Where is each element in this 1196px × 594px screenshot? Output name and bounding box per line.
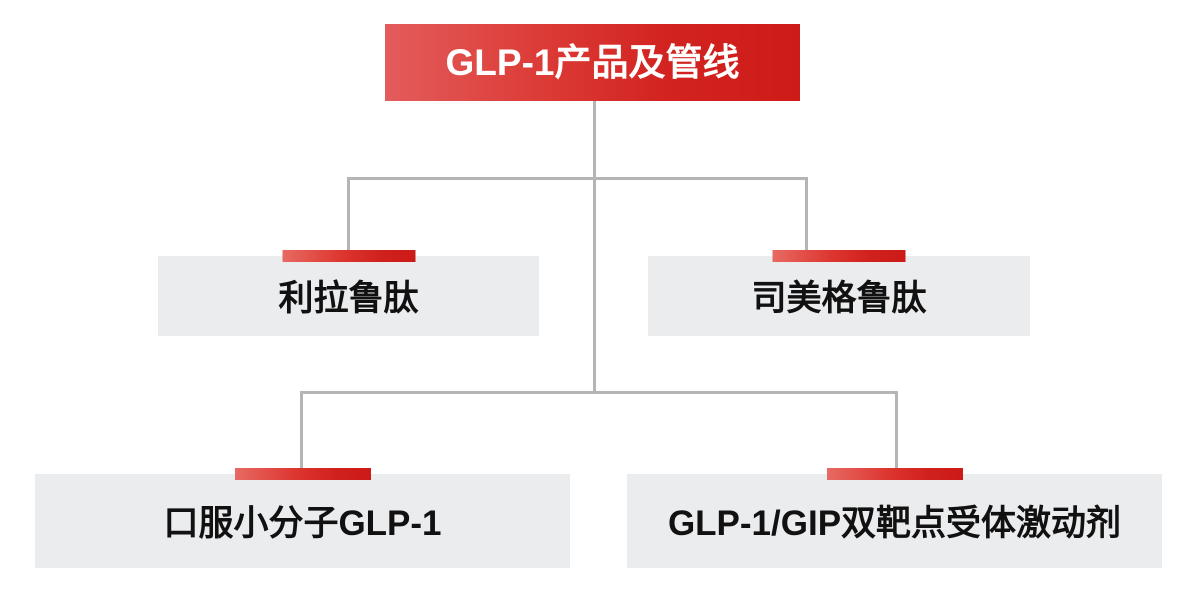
connector-drop-semaglutide (805, 177, 808, 257)
node-accent-bar (772, 250, 906, 262)
connector-drop-liraglutide (347, 177, 350, 257)
connector-drop-dual (895, 391, 898, 475)
node-accent-bar (234, 468, 371, 480)
connector-trunk-vertical (593, 101, 596, 392)
connector-drop-oral (300, 391, 303, 475)
node-liraglutide[interactable]: 利拉鲁肽 (158, 250, 539, 336)
node-dual-agonist-label: GLP-1/GIP双靶点受体激动剂 (667, 503, 1122, 543)
connector-bus-upper (348, 177, 807, 180)
node-oral-small-molecule[interactable]: 口服小分子GLP-1 (35, 468, 570, 568)
node-accent-bar (826, 468, 963, 480)
node-accent-bar (282, 250, 415, 262)
node-oral-small-molecule-label: 口服小分子GLP-1 (163, 503, 442, 543)
node-root[interactable]: GLP-1产品及管线 (385, 24, 800, 101)
connector-bus-lower (301, 391, 898, 394)
node-dual-agonist[interactable]: GLP-1/GIP双靶点受体激动剂 (627, 468, 1162, 568)
node-semaglutide[interactable]: 司美格鲁肽 (648, 250, 1030, 336)
node-semaglutide-label: 司美格鲁肽 (751, 278, 927, 318)
node-root-label: GLP-1产品及管线 (445, 42, 740, 83)
node-liraglutide-label: 利拉鲁肽 (278, 278, 419, 318)
